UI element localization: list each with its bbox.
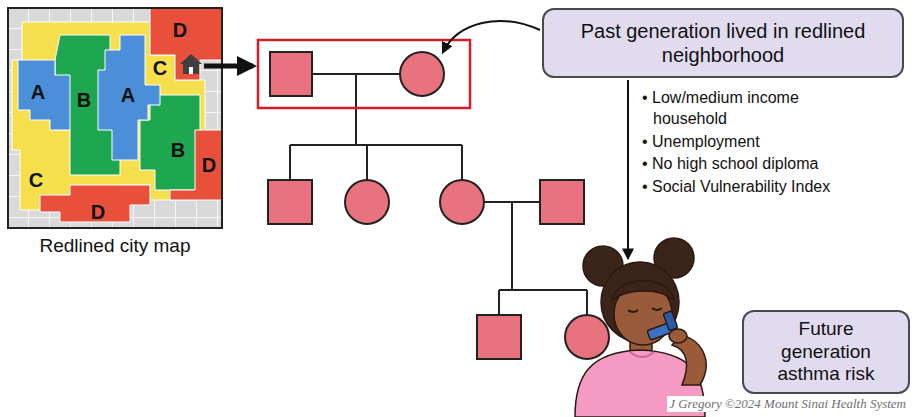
house-arrow [204, 64, 253, 69]
copyright-note: J Gregory ©2024 Mount Sinai Health Syste… [667, 396, 908, 412]
past-generation-frame [258, 40, 470, 108]
risk-factor: • Low/medium income household [642, 88, 853, 130]
grade-a-zone [18, 60, 70, 130]
grade-letter: B [171, 139, 185, 162]
callout-text: Past generation lived in redlined neighb… [554, 19, 892, 67]
grade-d-zone [170, 130, 222, 200]
grade-letter: D [173, 19, 187, 42]
callout-arrow [443, 21, 540, 52]
female-symbol [565, 315, 609, 359]
callout-box: Past generation lived in redlined neighb… [542, 8, 904, 78]
grade-letter: B [77, 89, 91, 112]
risk-factor: • No high school diploma [642, 154, 853, 175]
grade-letter: C [153, 57, 167, 80]
grade-letter: D [91, 201, 105, 224]
pedigree [268, 52, 609, 359]
grade-d-zone [150, 8, 222, 80]
grade-letter: D [202, 154, 216, 177]
grade-letter: A [121, 84, 135, 107]
house-icon [180, 54, 202, 74]
influence-arrow [627, 80, 629, 258]
male-symbol [270, 52, 312, 96]
female-symbol [400, 52, 444, 96]
grade-letter: A [31, 81, 45, 104]
risk-factor: • Social Vulnerability Index [642, 177, 853, 198]
female-symbol [440, 180, 484, 224]
callout-box: Future generation asthma risk [742, 310, 910, 394]
map-caption: Redlined city map [39, 235, 190, 257]
redlined-map [8, 8, 222, 228]
male-symbol [477, 315, 521, 359]
girl-with-inhaler [575, 238, 706, 417]
grade-letter: C [29, 169, 43, 192]
callout-text: Future generation asthma risk [754, 318, 898, 386]
male-symbol [540, 180, 584, 224]
female-symbol [345, 180, 389, 224]
grade-b-zone [140, 95, 200, 190]
risk-factor: • Unemployment [642, 132, 853, 153]
male-symbol [268, 180, 312, 224]
